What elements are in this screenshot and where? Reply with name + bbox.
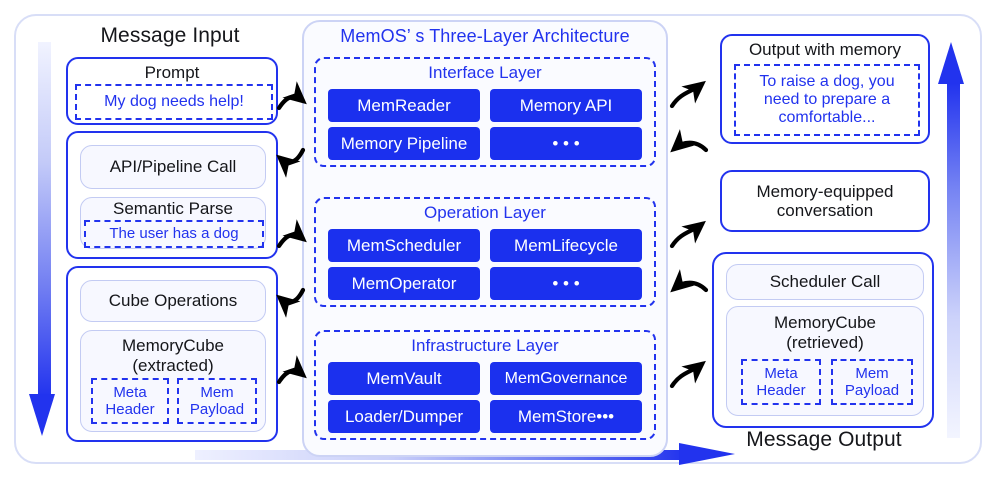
operation-layer-title: Operation Layer [424,203,546,222]
scheduler-call-label: Scheduler Call [769,272,881,292]
chip-memory-api[interactable]: Memory API [490,89,642,122]
output-cube-panel: Scheduler Call MemoryCube (retrieved) Me… [712,252,934,428]
cube-operations-item: Cube Operations [80,280,266,322]
page-title-message-output: Message Output [746,428,902,451]
scheduler-call-item: Scheduler Call [726,264,924,300]
chip-memscheduler[interactable]: MemScheduler [328,229,480,262]
flow-arrow-down-icon [29,42,65,438]
chip-memoperator[interactable]: MemOperator [328,267,480,300]
chip-memreader[interactable]: MemReader [328,89,480,122]
prompt-box: Prompt My dog needs help! [66,57,278,125]
prompt-quote: My dog needs help! [75,84,273,120]
output-memory-quote: To raise a dog, you need to prepare a co… [734,64,920,136]
api-call-box: API/Pipeline Call Semantic Parse The use… [66,131,278,259]
prompt-label: Prompt [144,63,200,82]
api-pipeline-call-label: API/Pipeline Call [109,157,237,177]
interface-layer: Interface Layer MemReader Memory API Mem… [314,57,656,167]
retrieved-cube-subtitle: (retrieved) [786,333,864,352]
chip-memgovernance[interactable]: MemGovernance [490,362,642,395]
chip-memlifecycle[interactable]: MemLifecycle [490,229,642,262]
semantic-parse-label: Semantic Parse [113,199,233,218]
infrastructure-layer: Infrastructure Layer MemVault MemGoverna… [314,330,656,440]
chip-operation-more[interactable]: • • • [490,267,642,300]
cube-operations-label: Cube Operations [108,291,238,311]
chip-interface-more[interactable]: • • • [490,127,642,160]
flow-arrow-up-icon [938,42,974,438]
output-with-memory-label: Output with memory [748,40,902,59]
output-with-memory-box: Output with memory To raise a dog, you n… [720,34,930,144]
page-title-message-input: Message Input [100,24,240,47]
cube-operations-box: Cube Operations MemoryCube (extracted) M… [66,266,278,442]
chip-memvault[interactable]: MemVault [328,362,480,395]
architecture-title: MemOS’ s Three-Layer Architecture [340,26,630,46]
operation-layer: Operation Layer MemScheduler MemLifecycl… [314,197,656,307]
memorycube-title: MemoryCube [121,336,225,355]
semantic-parse-quote: The user has a dog [84,220,264,248]
chip-memory-pipeline[interactable]: Memory Pipeline [328,127,480,160]
retrieved-cube-title: MemoryCube [773,313,877,332]
infrastructure-layer-title: Infrastructure Layer [411,336,559,355]
interface-layer-title: Interface Layer [428,63,542,82]
chip-memstore[interactable]: MemStore••• [490,400,642,433]
api-pipeline-call-item: API/Pipeline Call [80,145,266,189]
semantic-parse-item: Semantic Parse The user has a dog [80,197,266,249]
chip-loader-dumper[interactable]: Loader/Dumper [328,400,480,433]
memorycube-subtitle: (extracted) [132,356,214,375]
